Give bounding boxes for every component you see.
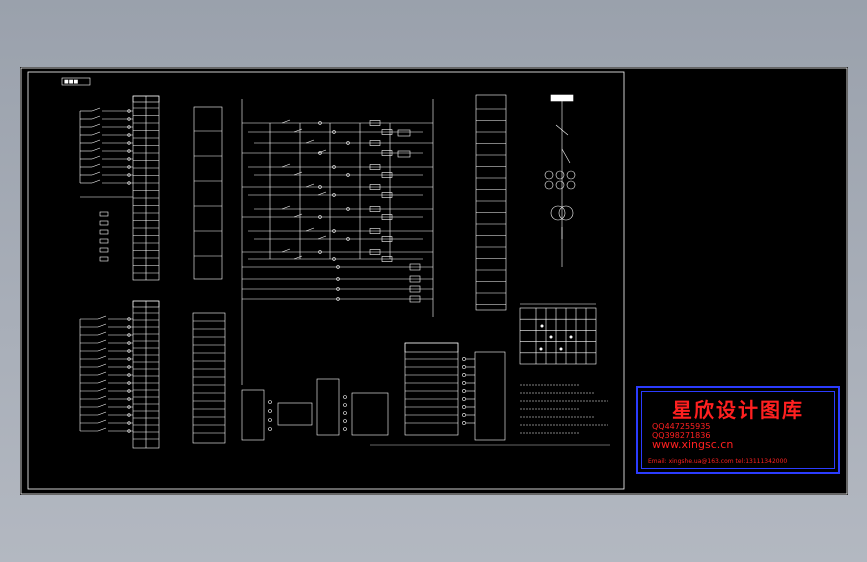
stamp-email: Email: xingshe.ua@163.com tel:1311134200…	[648, 458, 788, 465]
signal-column-2	[192, 312, 226, 444]
sheet-outer-frame	[20, 67, 848, 495]
left-terminal-block-upper	[132, 95, 160, 281]
bottom-component-boxes	[241, 342, 506, 441]
stamp-website: www.xingsc.cn	[652, 438, 734, 451]
switch-position-table	[519, 303, 597, 365]
sheet-inner-frame	[27, 71, 625, 490]
function-label-column	[475, 94, 507, 311]
left-contact-circuits-upper	[79, 107, 133, 262]
schematic-drawing	[20, 67, 848, 495]
single-line-diagram	[544, 94, 576, 267]
signal-column-1	[193, 106, 223, 280]
stamp-qq-2: QQ398271836	[652, 431, 711, 440]
stamp-qq-1: QQ447255935	[652, 422, 711, 431]
sheet-tab-label: ■■■	[64, 79, 79, 85]
stamp-title: 星欣设计图库	[672, 398, 804, 422]
left-terminal-block-lower	[132, 300, 160, 449]
main-control-circuit	[241, 99, 434, 385]
drawing-canvas[interactable]: ■■■ 星欣设计图库 QQ447255935 QQ398271836 www.x…	[20, 67, 848, 495]
notes-block	[520, 384, 608, 434]
watermark-stamp: 星欣设计图库 QQ447255935 QQ398271836 www.xings…	[636, 386, 840, 474]
stamp-inner-frame	[641, 391, 835, 469]
left-contact-circuits-lower	[79, 315, 133, 433]
title-tab	[61, 77, 91, 86]
